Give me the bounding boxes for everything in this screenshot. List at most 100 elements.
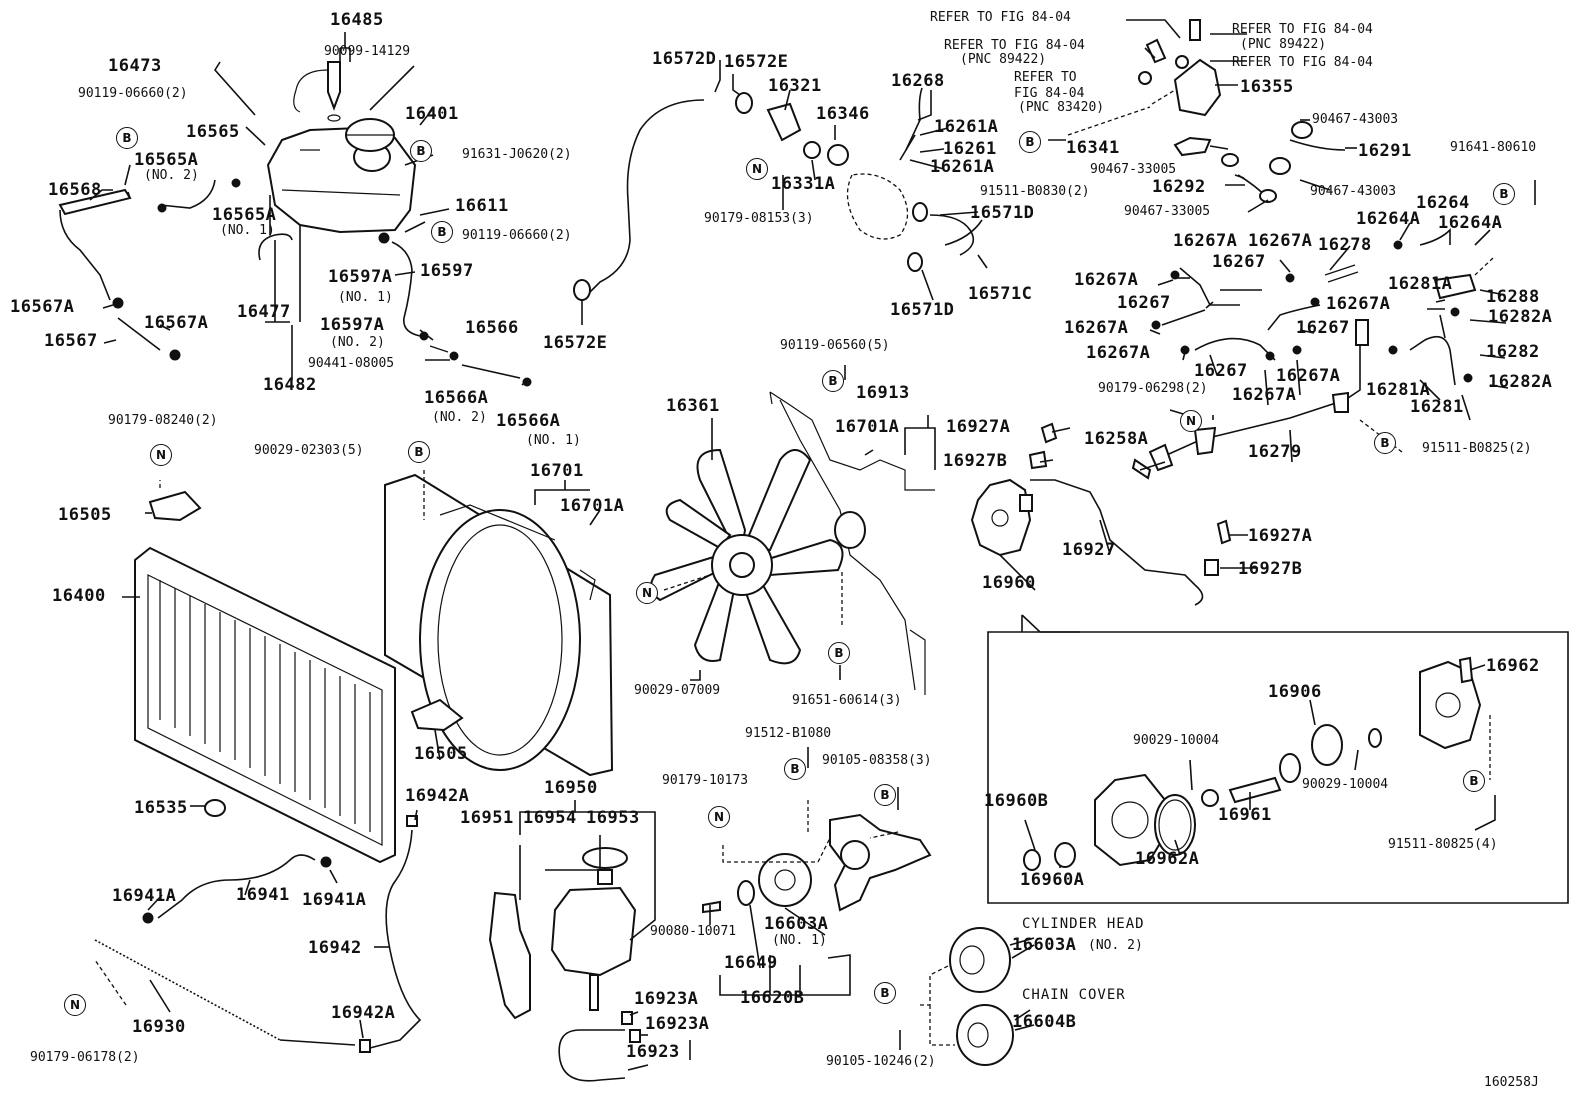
part-label: 16292 xyxy=(1152,177,1206,197)
b-symbol-icon: B xyxy=(1463,770,1485,792)
part-label: 16267 xyxy=(1117,293,1171,313)
part-label: 16282A xyxy=(1488,372,1553,392)
b-symbol-icon: B xyxy=(1019,131,1041,153)
upper-hose-16572-drawing xyxy=(573,92,753,301)
part-label: 16913 xyxy=(856,383,910,403)
part-label: 16261 xyxy=(943,139,997,159)
part-label: (NO. 2) xyxy=(432,410,487,425)
part-label: 91641-80610 xyxy=(1450,140,1537,155)
part-label: 90179-08153(3) xyxy=(704,211,814,226)
part-label: 16261A xyxy=(930,157,995,177)
n-symbol-icon: N xyxy=(636,582,658,604)
part-label: 16960 xyxy=(982,573,1036,593)
b-symbol-icon: B xyxy=(822,370,844,392)
part-label: 91511-B0825(2) xyxy=(1422,441,1532,456)
n-symbol-icon: N xyxy=(150,444,172,466)
part-label: 16950 xyxy=(544,778,598,798)
part-label: 16567 xyxy=(44,331,98,351)
part-label: 16401 xyxy=(405,104,459,124)
part-label: (NO. 1) xyxy=(220,223,275,238)
hydraulic-pump-16960-drawing xyxy=(970,478,1033,557)
part-label: 16960B xyxy=(984,791,1049,811)
part-label: 16603A xyxy=(1012,935,1077,955)
part-label: 16267A xyxy=(1074,270,1139,290)
part-label: 90441-08005 xyxy=(308,356,395,371)
part-label: 16261A xyxy=(934,117,999,137)
b-symbol-icon: B xyxy=(410,140,432,162)
part-label: 90467-43003 xyxy=(1312,112,1399,127)
part-label: 16701 xyxy=(530,461,584,481)
b-symbol-icon: B xyxy=(431,221,453,243)
part-label: 16485 xyxy=(330,10,384,30)
part-label: 16535 xyxy=(134,798,188,818)
part-label: 16477 xyxy=(237,302,291,322)
part-label: 16960A xyxy=(1020,870,1085,890)
reservoir-tank-drawing xyxy=(266,126,417,234)
part-label: 16942 xyxy=(308,938,362,958)
part-label: 16267A xyxy=(1086,343,1151,363)
part-label: 16942A xyxy=(405,786,470,806)
refer-note: (PNC 89422) xyxy=(960,52,1047,67)
b-symbol-icon: B xyxy=(116,127,138,149)
part-label: 16361 xyxy=(666,396,720,416)
part-label: 16400 xyxy=(52,586,106,606)
part-label: 16923 xyxy=(626,1042,680,1062)
part-label: 90029-02303(5) xyxy=(254,443,364,458)
part-label: 16264A xyxy=(1356,209,1421,229)
part-label: 16941A xyxy=(112,886,177,906)
part-label: 16927A xyxy=(946,417,1011,437)
part-label: 90467-33005 xyxy=(1090,162,1177,177)
part-label: 16927B xyxy=(1238,559,1303,579)
part-label: 16701A xyxy=(560,496,625,516)
lower-hoses-drawing xyxy=(94,815,422,1053)
part-label: 16927 xyxy=(1062,540,1116,560)
part-label: 16927A xyxy=(1248,526,1313,546)
part-label: (NO. 1) xyxy=(338,290,393,305)
part-label: 16566 xyxy=(465,318,519,338)
part-label: 16566A xyxy=(424,388,489,408)
tensioner-bracket-drawing xyxy=(702,813,932,914)
b-symbol-icon: B xyxy=(874,784,896,806)
part-label: 16923A xyxy=(634,989,699,1009)
part-label: 16566A xyxy=(496,411,561,431)
radiator-drawing xyxy=(134,546,396,864)
part-label: 90179-06298(2) xyxy=(1098,381,1208,396)
part-label: 90119-06560(5) xyxy=(780,338,890,353)
ps-reservoir-drawing xyxy=(550,847,637,1011)
part-label: 16278 xyxy=(1318,235,1372,255)
part-label: 16267 xyxy=(1296,318,1350,338)
refer-note: REFER TO xyxy=(1014,70,1077,85)
return-hose-16923-drawing xyxy=(558,1011,641,1082)
part-label: 16568 xyxy=(48,180,102,200)
leader-lines xyxy=(89,19,1536,1071)
part-label: 16482 xyxy=(263,375,317,395)
b-symbol-icon: B xyxy=(828,642,850,664)
part-label: 16954 xyxy=(523,808,577,828)
part-label: 16597A xyxy=(328,267,393,287)
part-label: 16341 xyxy=(1066,138,1120,158)
part-label: 90105-08358(3) xyxy=(822,753,932,768)
part-label: 16962 xyxy=(1486,656,1540,676)
level-sensor-drawing xyxy=(293,61,341,122)
part-label: 90029-10004 xyxy=(1302,777,1389,792)
part-label: (NO. 1) xyxy=(526,433,581,448)
water-bypass-pipe-16279-drawing xyxy=(1131,319,1369,480)
part-label: 90099-14129 xyxy=(324,44,411,59)
pressure-hose-16927-drawing xyxy=(1028,422,1232,606)
part-label: 16331A xyxy=(771,174,836,194)
location-note: CYLINDER HEAD xyxy=(1022,916,1145,932)
part-label: 16930 xyxy=(132,1017,186,1037)
part-label: 16473 xyxy=(108,56,162,76)
bracket-16505-drawing xyxy=(148,490,464,732)
part-label: 16942A xyxy=(331,1003,396,1023)
part-label: 90467-33005 xyxy=(1124,204,1211,219)
refer-note: FIG 84-04 xyxy=(1014,86,1085,101)
part-label: 90119-06660(2) xyxy=(78,86,188,101)
part-label: 16906 xyxy=(1268,682,1322,702)
thermostat-housing-drawing xyxy=(766,102,909,240)
bypass-hoses-drawing xyxy=(899,87,983,272)
part-label: 91511-B0830(2) xyxy=(980,184,1090,199)
part-label: 16282 xyxy=(1486,342,1540,362)
